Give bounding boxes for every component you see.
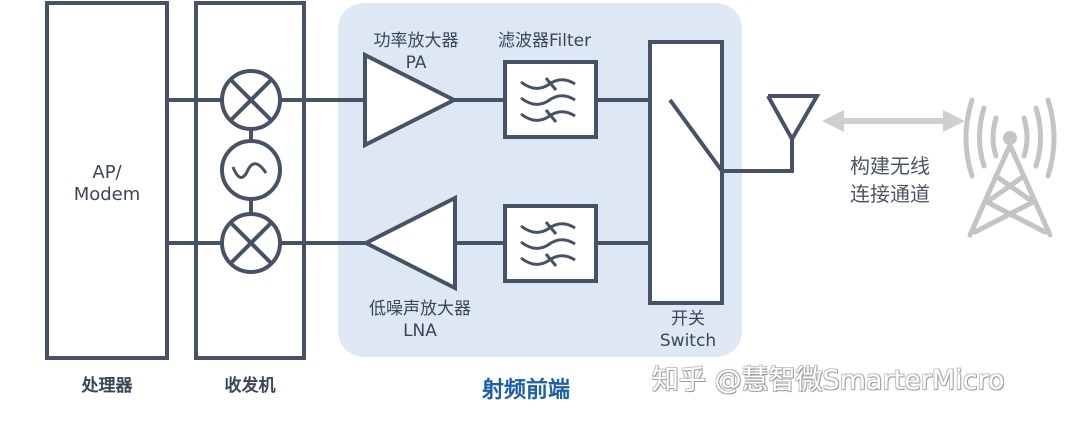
switch-label-en: Switch xyxy=(659,331,717,351)
pa-amplifier-icon xyxy=(363,51,459,149)
antenna-icon xyxy=(766,94,821,144)
processor-inner-label: AP/ Modem xyxy=(47,162,167,206)
lna-label-en: LNA xyxy=(403,321,437,341)
filter-tx-icon xyxy=(503,60,598,139)
lna-label-cn: 低噪声放大器 xyxy=(369,299,471,319)
pa-label-en: PA xyxy=(405,53,427,73)
channel-label-line1: 构建无线 xyxy=(850,154,930,178)
filter-label: 滤波器Filter xyxy=(498,31,592,51)
processor-label-line1: AP/ xyxy=(92,162,122,183)
processor-block xyxy=(45,1,169,360)
mixer-rx-icon xyxy=(220,212,282,274)
pa-label-cn: 功率放大器 xyxy=(373,31,459,51)
oscillator-icon xyxy=(220,139,282,201)
processor-caption: 处理器 xyxy=(81,376,133,396)
switch-lever xyxy=(668,98,724,173)
channel-label-line2: 连接通道 xyxy=(850,182,930,206)
switch-label-cn: 开关 xyxy=(671,309,705,329)
filter-rx-icon xyxy=(503,204,598,283)
pa-label: 功率放大器 PA xyxy=(352,30,480,74)
cell-tower-icon xyxy=(963,97,1057,238)
lna-label: 低噪声放大器 LNA xyxy=(350,298,490,342)
processor-label-line2: Modem xyxy=(73,184,141,205)
switch-to-antenna-line xyxy=(722,139,794,173)
transceiver-block xyxy=(194,1,306,360)
transceiver-caption: 收发机 xyxy=(224,376,276,396)
rf-front-end-title: 射频前端 xyxy=(482,378,571,403)
switch-block xyxy=(648,40,724,305)
watermark: 知乎 @慧智微SmarterMicro xyxy=(652,365,1005,396)
mixer-tx-icon xyxy=(220,69,282,131)
bidirectional-arrow-icon xyxy=(822,110,965,132)
channel-label: 构建无线 连接通道 xyxy=(830,152,950,208)
switch-label: 开关 Switch xyxy=(644,308,732,352)
